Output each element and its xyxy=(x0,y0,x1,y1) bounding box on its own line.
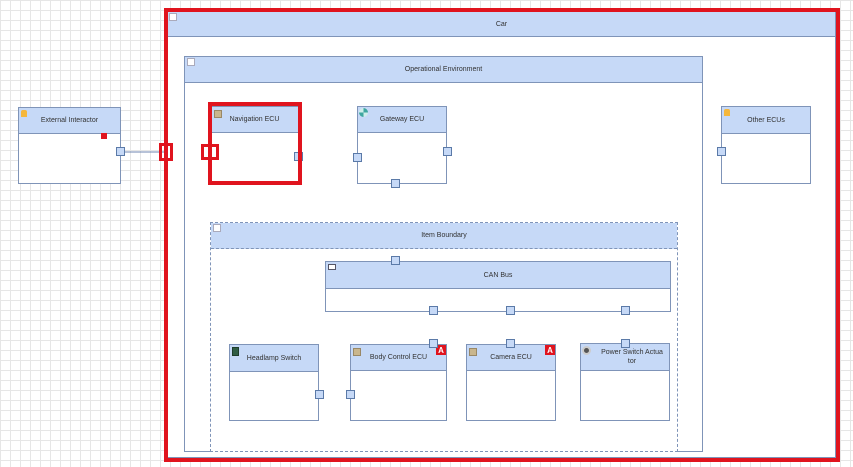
camera-ecu-header: Camera ECU xyxy=(467,345,555,371)
power-switch-actuator-port-top[interactable] xyxy=(621,339,630,348)
car-boundary-port[interactable] xyxy=(159,143,173,161)
can-bus-port-power-switch[interactable] xyxy=(621,306,630,315)
item-boundary-label: Item Boundary xyxy=(421,232,467,239)
other-ecus-port[interactable] xyxy=(717,147,726,156)
headlamp-switch-label: Headlamp Switch xyxy=(246,354,302,362)
external-interactor-label: External Interactor xyxy=(40,117,99,124)
gateway-ecu-port-bottom[interactable] xyxy=(391,179,400,188)
gateway-icon xyxy=(359,108,368,117)
other-ecus-block[interactable]: Other ECUs xyxy=(721,106,811,184)
ecu-icon xyxy=(353,348,361,356)
ecu-icon xyxy=(469,348,477,356)
body-control-ecu-block[interactable]: Body Control ECU A xyxy=(350,344,447,421)
headlamp-switch-block[interactable]: Headlamp Switch xyxy=(229,344,319,421)
item-boundary-header: Item Boundary xyxy=(211,223,677,249)
headlamp-switch-header: Headlamp Switch xyxy=(230,345,318,372)
block-icon xyxy=(213,224,221,232)
a-badge: A xyxy=(436,345,446,355)
external-interactor-header: External Interactor xyxy=(19,108,120,134)
body-control-ecu-port-top[interactable] xyxy=(429,339,438,348)
navigation-ecu-label: Navigation ECU xyxy=(229,116,280,123)
body-control-ecu-port-left[interactable] xyxy=(346,390,355,399)
other-ecus-header: Other ECUs xyxy=(722,107,810,134)
a-badge: A xyxy=(545,345,555,355)
camera-ecu-block[interactable]: Camera ECU A xyxy=(466,344,556,421)
power-switch-actuator-header: Power Switch Actua tor xyxy=(581,344,669,371)
can-bus-port-top[interactable] xyxy=(391,256,400,265)
operational-environment-header: Operational Environment xyxy=(185,57,702,83)
gateway-ecu-block[interactable]: Gateway ECU xyxy=(357,106,447,184)
external-interactor-port[interactable] xyxy=(116,147,125,156)
gateway-ecu-port-right[interactable] xyxy=(443,147,452,156)
gateway-ecu-port-left[interactable] xyxy=(353,153,362,162)
external-interactor-block[interactable]: External Interactor xyxy=(18,107,121,184)
can-bus-label: CAN Bus xyxy=(483,271,513,279)
car-label: Car xyxy=(495,20,508,28)
can-bus-port-body-control[interactable] xyxy=(429,306,438,315)
block-icon xyxy=(169,13,177,21)
alert-marker xyxy=(101,133,107,139)
switch-icon xyxy=(232,347,239,356)
navigation-ecu-selection-outline xyxy=(208,102,302,185)
ecu-icon xyxy=(214,110,222,118)
can-bus-block[interactable]: CAN Bus xyxy=(325,261,671,312)
navigation-ecu-boundary-port[interactable] xyxy=(201,144,219,160)
navigation-ecu-block[interactable]: Navigation ECU xyxy=(210,106,299,182)
can-bus-port-camera[interactable] xyxy=(506,306,515,315)
gateway-ecu-header: Gateway ECU xyxy=(358,107,446,133)
car-header: Car xyxy=(168,12,835,37)
power-switch-actuator-label: Power Switch Actua tor xyxy=(601,349,663,365)
can-bus-header: CAN Bus xyxy=(326,262,670,289)
operational-environment-label: Operational Environment xyxy=(404,66,483,73)
body-control-ecu-header: Body Control ECU xyxy=(351,345,446,371)
car-selection-outline xyxy=(164,8,840,462)
block-icon xyxy=(187,58,195,66)
gear-icon xyxy=(582,346,591,355)
headlamp-switch-port[interactable] xyxy=(315,390,324,399)
actor-icon xyxy=(724,109,730,116)
body-control-ecu-label: Body Control ECU xyxy=(369,354,428,361)
navigation-ecu-header: Navigation ECU xyxy=(211,107,298,133)
gateway-ecu-label: Gateway ECU xyxy=(379,116,425,123)
camera-ecu-port-top[interactable] xyxy=(506,339,515,348)
other-ecus-label: Other ECUs xyxy=(747,116,785,124)
actor-icon xyxy=(21,110,27,117)
bus-icon xyxy=(328,264,336,270)
camera-ecu-label: Camera ECU xyxy=(490,354,532,361)
